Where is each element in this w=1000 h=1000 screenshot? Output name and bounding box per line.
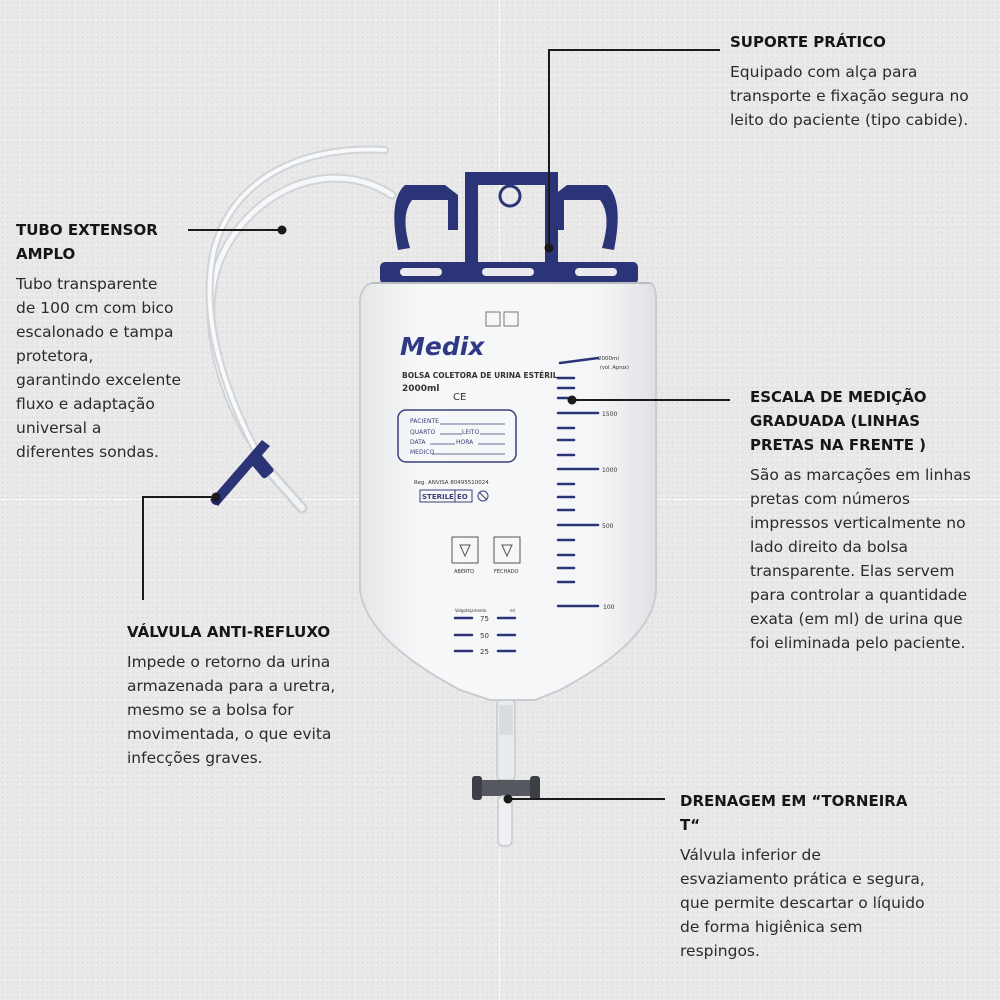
- extension-tube: [205, 145, 397, 514]
- scale-mark-500: 500: [602, 523, 614, 530]
- drip-mark-25: 25: [480, 648, 489, 656]
- label-field-leito: LEITO: [462, 429, 480, 436]
- callout-tube-title: TUBO EXTENSOR AMPLO: [16, 221, 158, 263]
- scale-mark-1000: 1000: [602, 467, 617, 474]
- callout-support-body: Equipado com alça para transporte e fixa…: [730, 63, 969, 129]
- callout-drain-body: Válvula inferior de esvaziamento prática…: [680, 846, 925, 960]
- bag-volume: 2000ml: [402, 384, 440, 394]
- callout-lines: [142, 49, 730, 800]
- label-field-paciente: PACIENTE: [410, 418, 439, 425]
- callout-support-title: SUPORTE PRÁTICO: [730, 33, 886, 51]
- drip-scale: [453, 616, 517, 653]
- hanger: [380, 172, 638, 284]
- label-field-quarto: QUARTO: [410, 429, 436, 436]
- callout-support: SUPORTE PRÁTICO Equipado com alça para t…: [730, 30, 970, 132]
- callout-valve-body: Impede o retorno da urina armazenada par…: [127, 653, 336, 767]
- drip-scale-unit: ml: [510, 608, 515, 613]
- drip-mark-75: 75: [480, 615, 489, 623]
- graduation-scale: [556, 356, 600, 608]
- bag-product-name: BOLSA COLETORA DE URINA ESTÉRIL: [402, 371, 558, 380]
- label-field-hora: HORA: [456, 439, 474, 446]
- callout-tube-body: Tubo transparente de 100 cm com bico esc…: [16, 275, 181, 461]
- callout-scale: ESCALA DE MEDIÇÃO GRADUADA (LINHAS PRETA…: [750, 385, 975, 655]
- drip-mark-50: 50: [480, 632, 489, 640]
- valve-open-label: ABERTO: [454, 569, 474, 575]
- brand-logo: Medix: [400, 332, 485, 361]
- valve-closed-label: FECHADO: [494, 569, 519, 575]
- callout-drain: DRENAGEM EM “TORNEIRA T“ Válvula inferio…: [680, 789, 925, 963]
- callout-scale-body: São as marcações em linhas pretas com nú…: [750, 466, 971, 652]
- scale-top-label: 2000ml: [598, 356, 619, 362]
- sterile-method: EO: [457, 493, 468, 501]
- scale-top-note: (vol. Aprox): [600, 365, 629, 371]
- label-field-medico: MEDICO: [410, 449, 435, 456]
- callout-scale-title: ESCALA DE MEDIÇÃO GRADUADA (LINHAS PRETA…: [750, 388, 927, 454]
- patient-label-box: [397, 409, 517, 463]
- scale-mark-1500: 1500: [602, 411, 617, 418]
- bag-body: [359, 282, 657, 701]
- label-field-data: DATA: [410, 439, 426, 446]
- scale-mark-100: 100: [603, 604, 615, 611]
- sterile-label: STERILE: [422, 493, 454, 501]
- callout-valve-title: VÁLVULA ANTI-REFLUXO: [127, 623, 331, 641]
- drain-tap: [472, 699, 540, 847]
- registration-number: Reg. ANVISA 80495510024: [414, 480, 489, 486]
- callout-drain-title: DRENAGEM EM “TORNEIRA T“: [680, 792, 908, 834]
- callout-valve: VÁLVULA ANTI-REFLUXO Impede o retorno da…: [127, 620, 352, 770]
- callout-dots: [211, 225, 577, 804]
- drip-scale-header: Volgotejamento: [455, 608, 487, 613]
- callout-tube: TUBO EXTENSOR AMPLO Tubo transparente de…: [16, 218, 181, 464]
- ce-mark: CE: [453, 392, 466, 403]
